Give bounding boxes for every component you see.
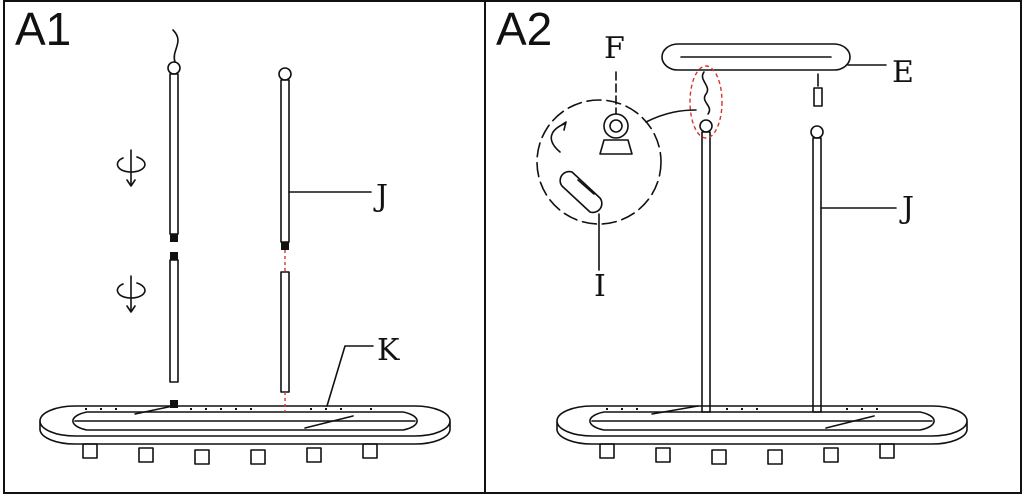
rod-connectors — [170, 234, 289, 408]
eye-ring-a2-left — [699, 119, 713, 133]
label-f: F — [604, 31, 625, 66]
label-k: K — [377, 333, 400, 368]
label-i: I — [594, 269, 606, 304]
rod-left-lower — [169, 259, 179, 383]
a2-drawing — [536, 43, 968, 465]
eye-ring-a2-right — [810, 125, 824, 139]
carabiner-icon — [559, 170, 603, 214]
rotate-arrow-icon-a2 — [550, 121, 567, 153]
panel-a2: A2 E F J I — [484, 0, 1022, 494]
rod-left-upper — [169, 73, 179, 235]
a1-drawing — [39, 29, 451, 465]
eyebolt-icon — [599, 113, 633, 155]
led-dots — [85, 408, 372, 410]
candle-cups — [82, 443, 378, 465]
frame-oval — [39, 405, 451, 445]
cable-wire — [172, 29, 179, 63]
led-dots-a2 — [606, 408, 878, 410]
rod-a2-left — [701, 131, 711, 413]
detail-magnifier — [536, 99, 662, 225]
rotate-arrow-icon-2 — [116, 275, 146, 313]
rod-right-lower — [280, 271, 290, 393]
step-label-a1: A1 — [15, 3, 72, 55]
rod-right-upper — [280, 79, 290, 243]
candle-cups-a2 — [599, 443, 895, 465]
frame-oval-a2 — [556, 405, 968, 445]
rod-a2-right — [812, 137, 822, 413]
eye-ring-left — [167, 61, 181, 75]
step-label-a2: A2 — [496, 3, 553, 55]
panel-a1: A1 J K — [3, 0, 486, 494]
magnifier-pointer — [645, 109, 697, 123]
right-chain — [813, 73, 823, 107]
left-chain — [701, 71, 711, 115]
rotate-arrow-icon-1 — [116, 149, 146, 187]
canopy — [661, 43, 851, 71]
eye-ring-right — [278, 67, 292, 81]
label-j-a2: J — [902, 191, 915, 226]
label-e: E — [892, 55, 914, 90]
leader-k — [326, 345, 374, 407]
label-j-a1: J — [376, 179, 389, 214]
highlight-ellipse — [689, 65, 723, 139]
